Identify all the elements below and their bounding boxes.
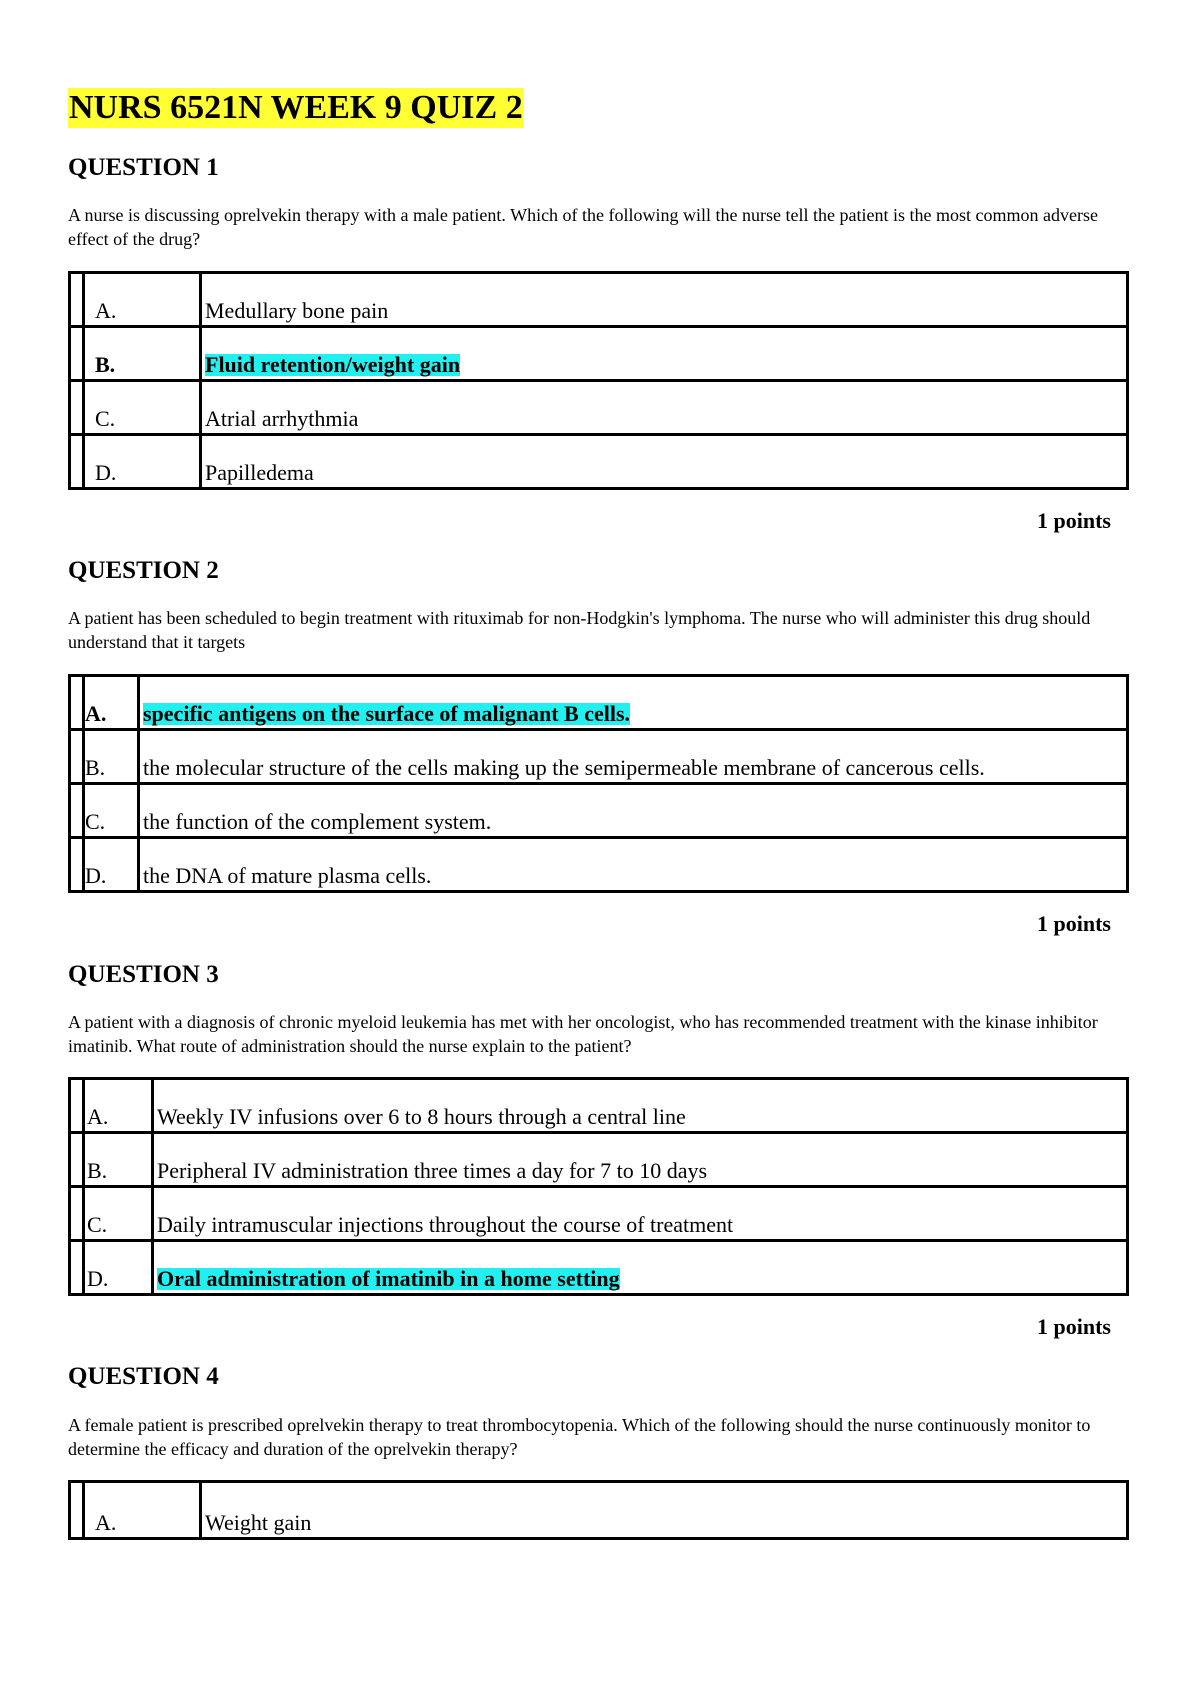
answer-letter: C.: [95, 406, 116, 431]
answer-row[interactable]: C. Atrial arrhythmia: [71, 382, 1126, 436]
question-3-text: A patient with a diagnosis of chronic my…: [68, 1012, 1098, 1056]
answer-letter: D.: [87, 1266, 109, 1291]
answer-letter: A.: [95, 1510, 117, 1535]
question-2-answer-table: A. specific antigens on the surface of m…: [68, 674, 1129, 893]
answer-text: Weekly IV infusions over 6 to 8 hours th…: [157, 1104, 686, 1129]
answer-letter: B.: [87, 1158, 108, 1183]
answer-text: the DNA of mature plasma cells.: [143, 863, 432, 888]
answer-row-correct[interactable]: A. specific antigens on the surface of m…: [71, 677, 1126, 731]
answer-letter: A.: [95, 298, 117, 323]
question-1-text: A nurse is discussing oprelvekin therapy…: [68, 205, 1098, 249]
answer-letter: D.: [85, 863, 107, 888]
answer-text-highlighted: Fluid retention/weight gain: [205, 352, 461, 377]
answer-row[interactable]: C. the function of the complement system…: [71, 785, 1126, 839]
answer-letter: A.: [85, 701, 107, 726]
answer-row[interactable]: A. Weekly IV infusions over 6 to 8 hours…: [71, 1080, 1126, 1134]
question-4-answer-table: A. Weight gain: [68, 1480, 1129, 1540]
question-3-heading: QUESTION 3: [68, 961, 219, 988]
answer-letter: B.: [85, 755, 106, 780]
question-1-points: 1 points: [1037, 508, 1111, 533]
answer-text: the molecular structure of the cells mak…: [143, 755, 985, 780]
page-title: NURS 6521N WEEK 9 QUIZ 2: [68, 88, 524, 128]
question-2-points: 1 points: [1037, 911, 1111, 936]
question-3-answer-table: A. Weekly IV infusions over 6 to 8 hours…: [68, 1077, 1129, 1296]
question-4-heading: QUESTION 4: [68, 1363, 219, 1390]
answer-text: Weight gain: [205, 1510, 312, 1535]
answer-text: the function of the complement system.: [143, 809, 492, 834]
answer-letter: D.: [95, 460, 117, 485]
question-4-text: A female patient is prescribed oprelveki…: [68, 1415, 1091, 1459]
answer-text-highlighted: specific antigens on the surface of mali…: [143, 701, 631, 726]
answer-row[interactable]: B. Peripheral IV administration three ti…: [71, 1134, 1126, 1188]
answer-row-correct[interactable]: D. Oral administration of imatinib in a …: [71, 1242, 1126, 1293]
question-1-heading: QUESTION 1: [68, 154, 219, 181]
answer-text: Atrial arrhythmia: [205, 406, 359, 431]
answer-letter: B.: [95, 352, 116, 377]
question-2-text: A patient has been scheduled to begin tr…: [68, 608, 1091, 652]
answer-text: Papilledema: [205, 460, 314, 485]
answer-text: Daily intramuscular injections throughou…: [157, 1212, 734, 1237]
answer-row[interactable]: A. Medullary bone pain: [71, 274, 1126, 328]
answer-letter: C.: [85, 809, 106, 834]
answer-text-highlighted: Oral administration of imatinib in a hom…: [157, 1266, 620, 1291]
answer-text: Peripheral IV administration three times…: [157, 1158, 708, 1183]
question-1-answer-table: A. Medullary bone pain B. Fluid retentio…: [68, 271, 1129, 490]
answer-letter: A.: [87, 1104, 109, 1129]
answer-row[interactable]: D. the DNA of mature plasma cells.: [71, 839, 1126, 890]
question-3-points: 1 points: [1037, 1314, 1111, 1339]
answer-row-correct[interactable]: B. Fluid retention/weight gain: [71, 328, 1126, 382]
question-2-heading: QUESTION 2: [68, 557, 219, 584]
answer-text: Medullary bone pain: [205, 298, 389, 323]
answer-row[interactable]: D. Papilledema: [71, 436, 1126, 487]
answer-row[interactable]: B. the molecular structure of the cells …: [71, 731, 1126, 785]
answer-letter: C.: [87, 1212, 108, 1237]
answer-row[interactable]: C. Daily intramuscular injections throug…: [71, 1188, 1126, 1242]
answer-row[interactable]: A. Weight gain: [71, 1483, 1126, 1537]
